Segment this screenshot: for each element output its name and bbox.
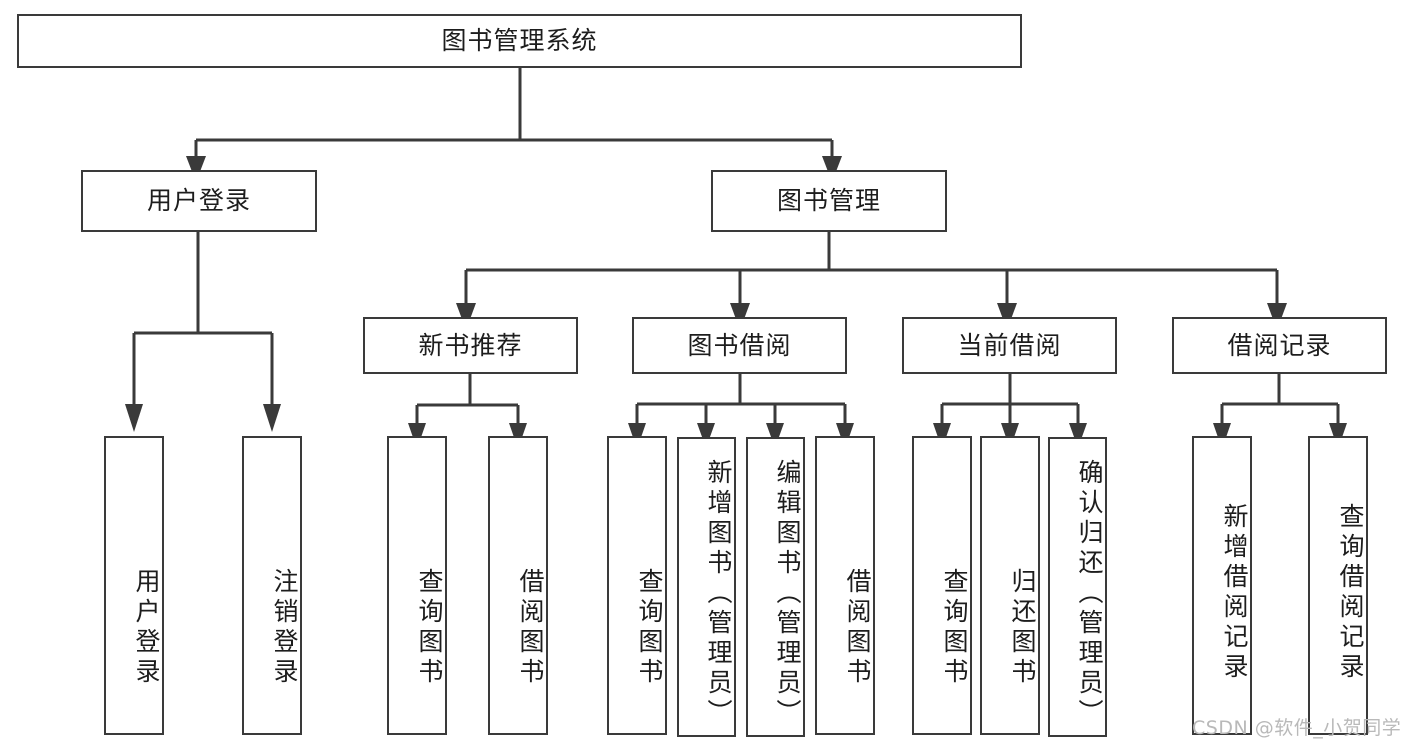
leaf-query-book-current[interactable]: 查询图书 bbox=[912, 436, 972, 735]
node-label: 用户登录 bbox=[132, 567, 161, 688]
node-label: 图书管理 bbox=[776, 186, 881, 215]
leaf-query-book-new[interactable]: 查询图书 bbox=[387, 436, 447, 735]
node-label: 新书推荐 bbox=[418, 330, 523, 360]
arrowhead-leaf-u2 bbox=[263, 404, 281, 432]
node-label: 图书管理系统 bbox=[441, 26, 598, 55]
node-label: 查询图书 bbox=[940, 567, 969, 688]
node-borrow-record[interactable]: 借阅记录 bbox=[1172, 317, 1387, 374]
node-new-book-recommend[interactable]: 新书推荐 bbox=[363, 317, 578, 374]
leaf-query-borrow-record[interactable]: 查询借阅记录 bbox=[1308, 436, 1368, 735]
node-label: 确认归还（管理员） bbox=[1075, 459, 1104, 729]
leaf-edit-book-admin[interactable]: 编辑图书（管理员） bbox=[746, 437, 805, 737]
node-label: 借阅记录 bbox=[1227, 330, 1332, 360]
leaf-add-book-admin[interactable]: 新增图书（管理员） bbox=[677, 437, 736, 737]
node-label: 查询图书 bbox=[635, 567, 664, 688]
node-label: 编辑图书（管理员） bbox=[773, 459, 802, 729]
leaf-add-borrow-record[interactable]: 新增借阅记录 bbox=[1192, 436, 1252, 735]
leaf-logout[interactable]: 注销登录 bbox=[242, 436, 302, 735]
node-label: 用户登录 bbox=[146, 186, 251, 215]
watermark: CSDN @软件_小贺同学 bbox=[1192, 717, 1402, 739]
leaf-return-book[interactable]: 归还图书 bbox=[980, 436, 1040, 735]
leaf-user-login[interactable]: 用户登录 bbox=[104, 436, 164, 735]
node-book-borrow[interactable]: 图书借阅 bbox=[632, 317, 847, 374]
node-label: 新增图书（管理员） bbox=[704, 459, 733, 729]
node-label: 借阅图书 bbox=[516, 567, 545, 688]
node-user-login[interactable]: 用户登录 bbox=[81, 170, 317, 232]
node-book-management[interactable]: 图书管理 bbox=[711, 170, 947, 232]
node-label: 注销登录 bbox=[270, 567, 299, 688]
node-label: 归还图书 bbox=[1008, 567, 1037, 688]
leaf-borrow-book[interactable]: 借阅图书 bbox=[815, 436, 875, 735]
node-label: 新增借阅记录 bbox=[1220, 502, 1249, 683]
node-label: 图书借阅 bbox=[687, 330, 792, 360]
node-label: 当前借阅 bbox=[957, 330, 1062, 360]
node-label: 查询借阅记录 bbox=[1336, 502, 1365, 683]
leaf-query-book-borrow[interactable]: 查询图书 bbox=[607, 436, 667, 735]
node-label: 查询图书 bbox=[415, 567, 444, 688]
arrowhead-leaf-u1 bbox=[125, 404, 143, 432]
leaf-borrow-book-new[interactable]: 借阅图书 bbox=[488, 436, 548, 735]
node-root-book-management-system[interactable]: 图书管理系统 bbox=[17, 14, 1022, 68]
node-label: 借阅图书 bbox=[843, 567, 872, 688]
node-current-borrow[interactable]: 当前借阅 bbox=[902, 317, 1117, 374]
leaf-confirm-return-admin[interactable]: 确认归还（管理员） bbox=[1048, 437, 1107, 737]
